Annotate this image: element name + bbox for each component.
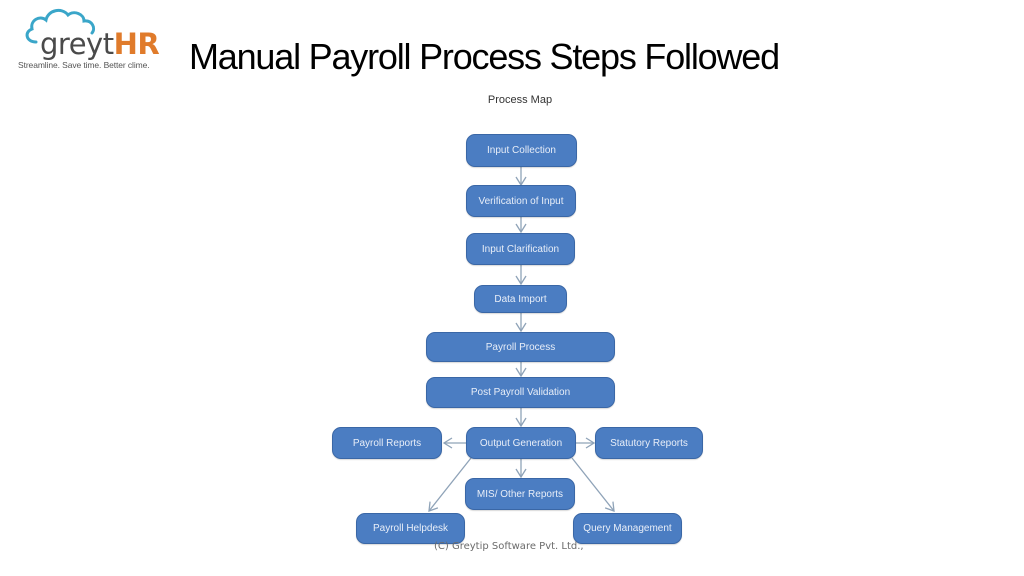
node-query-management: Query Management — [573, 513, 682, 544]
node-input-clarification: Input Clarification — [466, 233, 575, 265]
copyright-footer: (C) Greytip Software Pvt. Ltd., — [434, 541, 584, 552]
connector-arrow — [571, 457, 615, 512]
logo-tagline: Streamline. Save time. Better clime. — [18, 60, 150, 70]
cloud-icon — [25, 8, 96, 44]
node-statutory-reports: Statutory Reports — [595, 427, 703, 459]
diagram-title: Process Map — [487, 94, 553, 106]
logo-word-hr: HR — [113, 27, 160, 61]
node-payroll-reports: Payroll Reports — [332, 427, 442, 459]
node-post-payroll-validation: Post Payroll Validation — [426, 377, 615, 408]
node-mis-other-reports: MIS/ Other Reports — [465, 478, 575, 510]
node-input-collection: Input Collection — [466, 134, 577, 167]
node-payroll-process: Payroll Process — [426, 332, 615, 362]
node-payroll-helpdesk: Payroll Helpdesk — [356, 513, 465, 544]
node-data-import: Data Import — [474, 285, 567, 313]
node-output-generation: Output Generation — [466, 427, 576, 459]
logo-word-greyt: greyt — [40, 27, 114, 61]
logo-wordmark: greytHR — [40, 27, 160, 61]
node-verification-of-input: Verification of Input — [466, 185, 576, 217]
slide-title: Manual Payroll Process Steps Followed — [189, 36, 780, 77]
greythr-logo: greytHR Streamline. Save time. Better cl… — [14, 6, 170, 74]
